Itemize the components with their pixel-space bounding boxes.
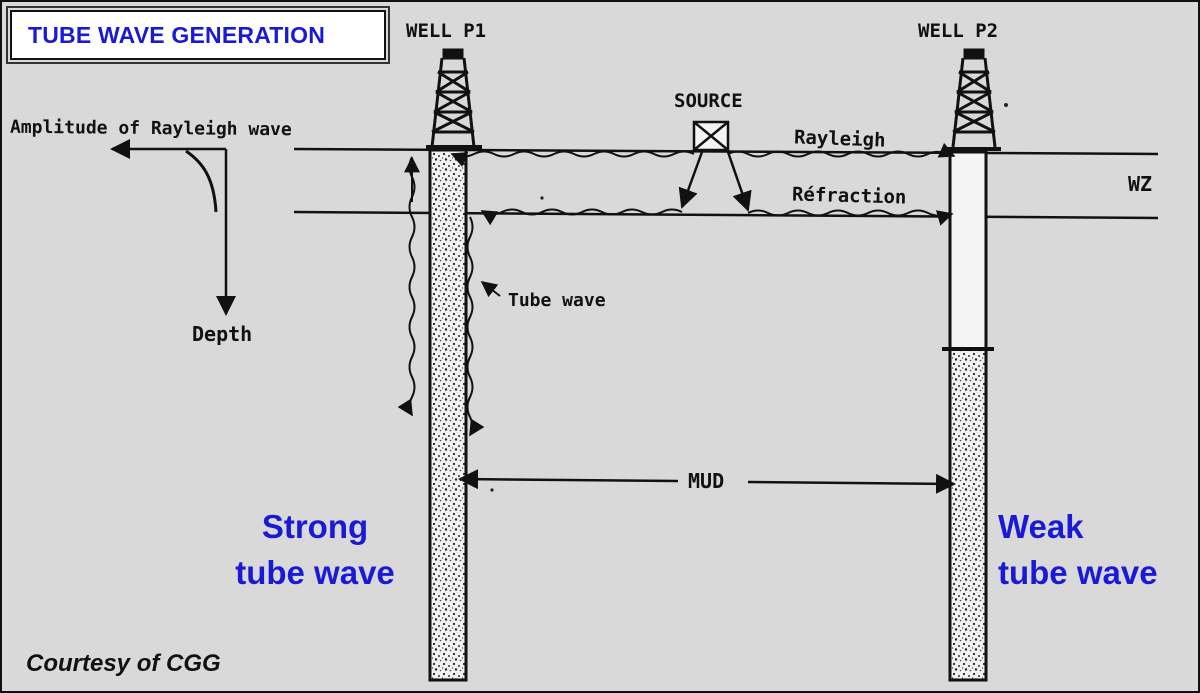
well-p2-casing bbox=[948, 150, 988, 351]
refraction-label: Réfraction bbox=[791, 183, 907, 209]
strong-line-2: tube wave bbox=[235, 554, 395, 591]
diagram-title: TUBE WAVE GENERATION bbox=[28, 21, 326, 48]
well-p1-borehole bbox=[428, 148, 468, 682]
speck bbox=[1004, 103, 1008, 107]
strong-line-1: Strong bbox=[261, 508, 369, 545]
mud-label: MUD bbox=[688, 469, 725, 493]
weak-line-2: tube wave bbox=[998, 554, 1158, 591]
source-icon bbox=[692, 120, 730, 152]
mud-dimension-right bbox=[747, 473, 956, 494]
well-p2-borehole-mud bbox=[948, 347, 988, 682]
weak-tube-wave-annotation: Weak tube wave bbox=[998, 504, 1198, 596]
wz-label: WZ bbox=[1128, 172, 1153, 196]
rayleigh-wave-left bbox=[450, 150, 695, 167]
mud-dimension-left bbox=[458, 469, 679, 490]
amplitude-label: Amplitude of Rayleigh wave bbox=[9, 116, 292, 141]
weak-line-1: Weak bbox=[998, 508, 1084, 545]
refraction-wave-right bbox=[747, 209, 954, 226]
amplitude-decay-curve bbox=[185, 149, 218, 213]
well-p1-derrick bbox=[426, 48, 482, 149]
depth-label: Depth bbox=[192, 322, 253, 346]
speck bbox=[490, 488, 494, 492]
tube-wave-label: Tube wave bbox=[508, 290, 606, 311]
rayleigh-label: Rayleigh bbox=[793, 126, 886, 152]
tube-wave-pointer bbox=[480, 281, 501, 298]
rayleigh-wave-right bbox=[727, 142, 956, 158]
refraction-wave-left bbox=[480, 208, 683, 226]
source-ray-left bbox=[678, 151, 704, 209]
well-p2-label: WELL P2 bbox=[918, 20, 999, 42]
strong-tube-wave-annotation: Strong tube wave bbox=[224, 504, 406, 596]
tube-wave-right bbox=[466, 216, 485, 437]
courtesy-credit: Courtesy of CGG bbox=[26, 650, 221, 677]
source-label: SOURCE bbox=[674, 90, 743, 112]
well-p1-label: WELL P1 bbox=[406, 20, 487, 42]
well-p2-derrick bbox=[947, 48, 1001, 151]
speck bbox=[540, 196, 544, 200]
source-ray-right bbox=[726, 151, 752, 212]
title-box: TUBE WAVE GENERATION bbox=[10, 10, 386, 60]
wz-base-line bbox=[293, 210, 1159, 220]
